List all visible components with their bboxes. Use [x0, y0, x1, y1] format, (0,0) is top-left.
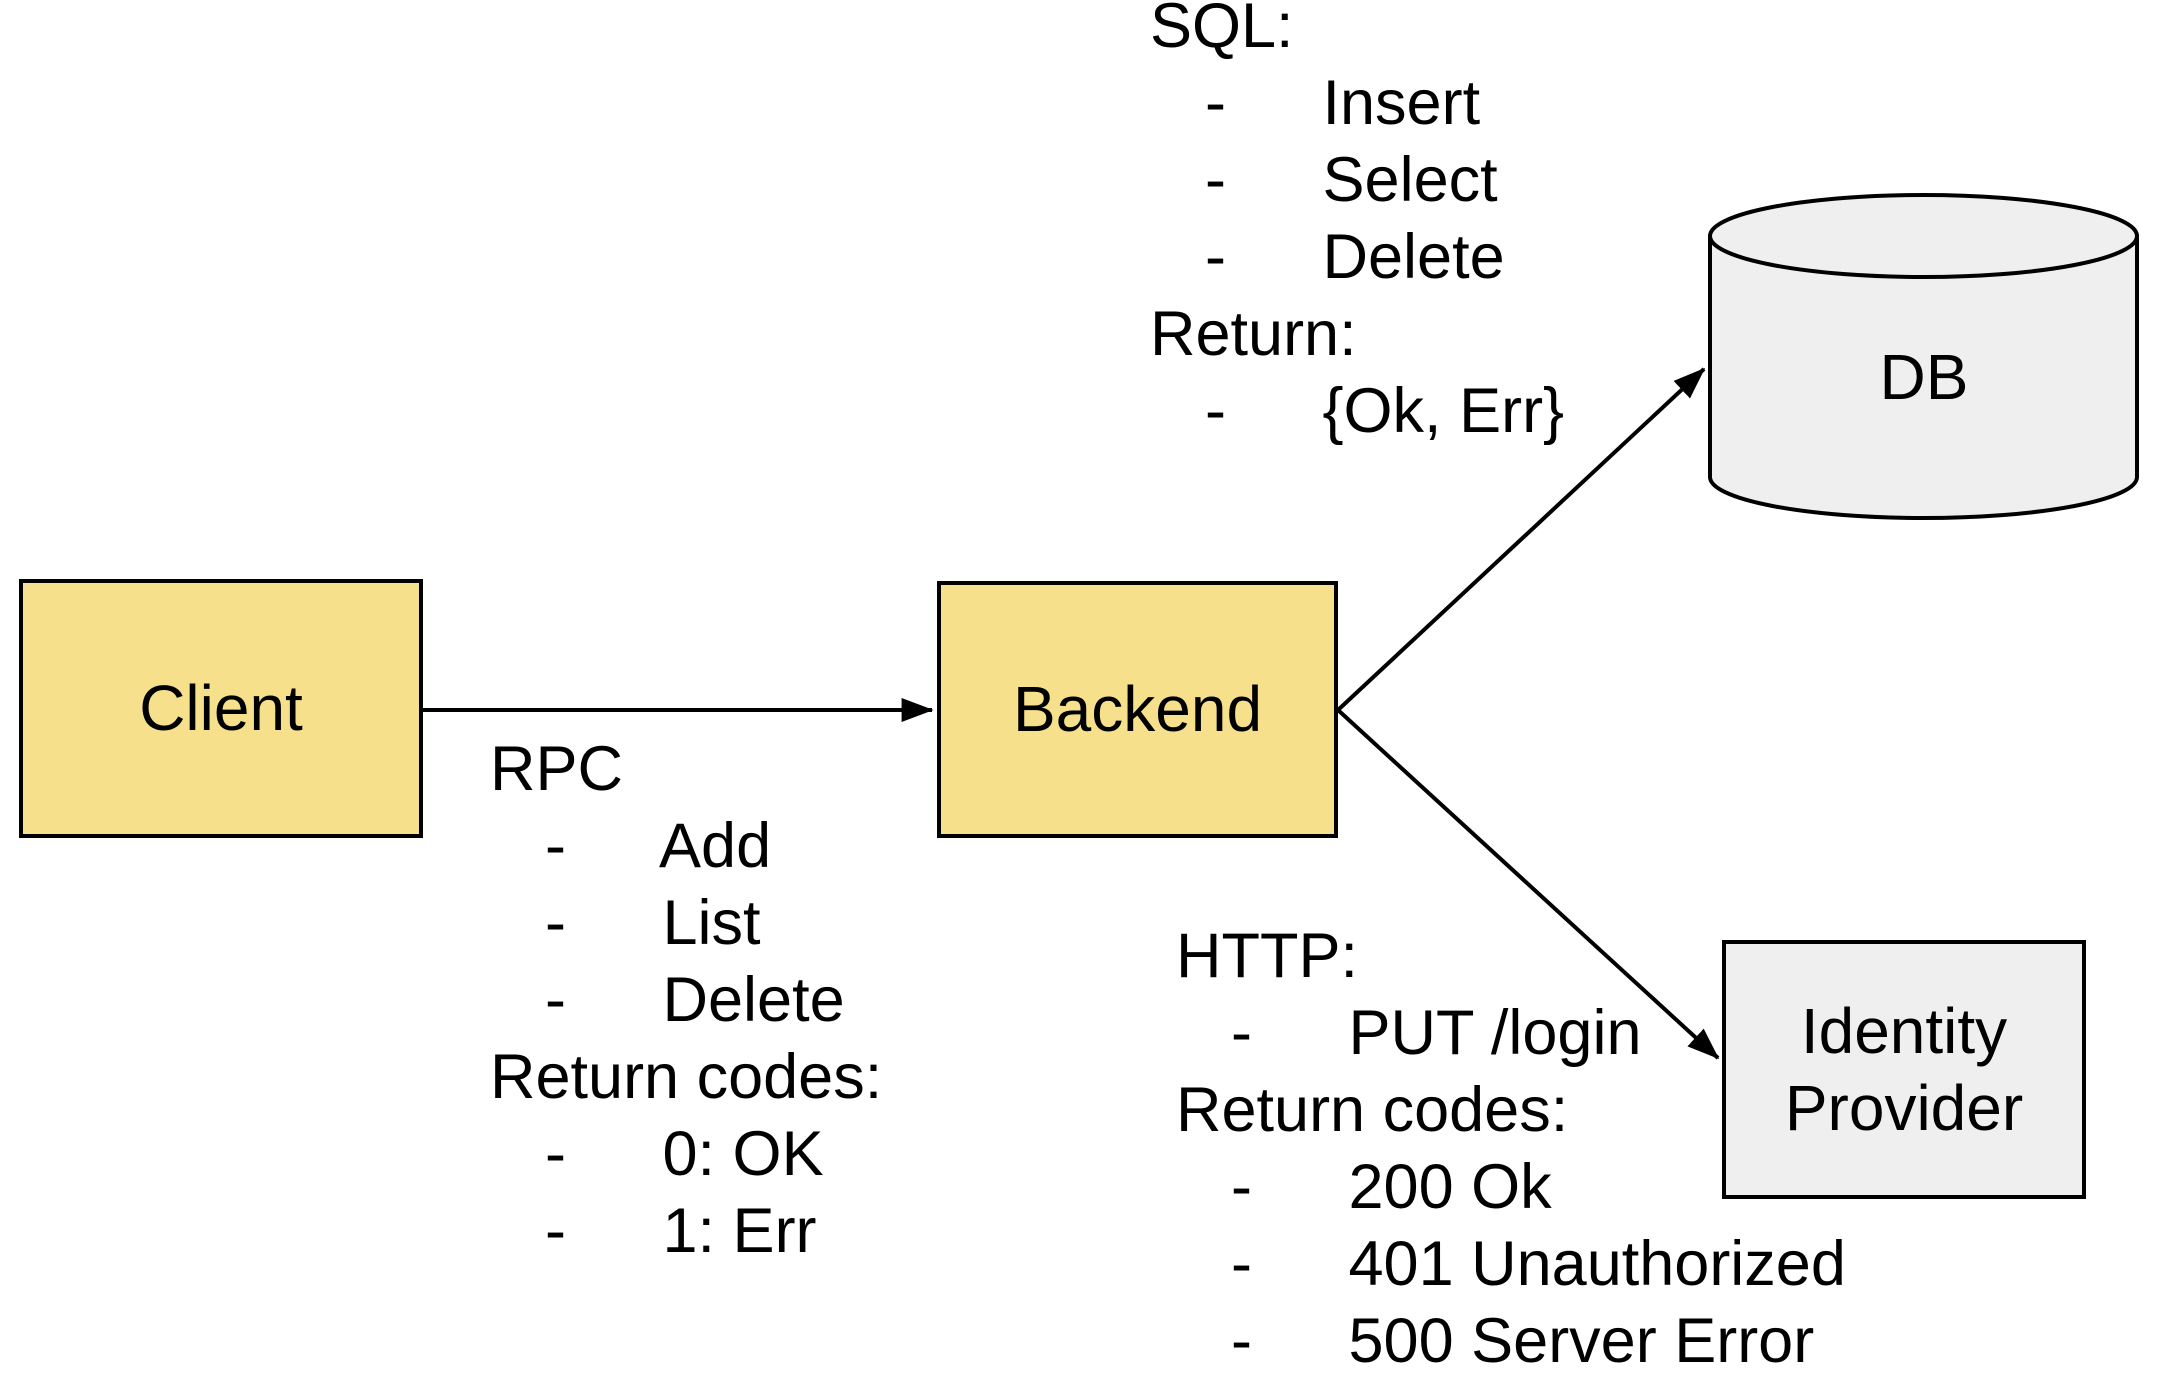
sql-heading: SQL:	[1150, 0, 1294, 61]
bullet-dash: -	[545, 1196, 566, 1266]
sql-item-select: - Select	[1150, 142, 1564, 219]
rpc-item-add: - Add	[490, 808, 882, 885]
node-identity-provider: Identity Provider	[1722, 940, 2086, 1199]
bullet-dash: -	[545, 811, 566, 881]
http-annotation: HTTP: - PUT /login Return codes: - 200 O…	[1176, 918, 1846, 1380]
db-cylinder-shape	[1708, 193, 2139, 520]
bullet-dash: -	[545, 888, 566, 958]
rpc-item-delete: - Delete	[490, 962, 882, 1039]
db-label: DB	[1879, 341, 1969, 413]
bullet-dash: -	[1205, 68, 1226, 138]
bullet-dash: -	[1205, 376, 1226, 446]
identity-provider-label: Identity Provider	[1784, 994, 2024, 1144]
rpc-return-item-ok: - 0: OK	[490, 1116, 882, 1193]
db-cylinder-front-rim	[1708, 235, 2139, 279]
client-label: Client	[139, 672, 303, 744]
http-heading: HTTP:	[1176, 921, 1358, 991]
edge-backend-identity-provider	[1336, 708, 1720, 1060]
sql-return-heading: Return:	[1150, 299, 1357, 369]
http-return-item-401: - 401 Unauthorized	[1176, 1226, 1846, 1303]
http-return-heading: Return codes:	[1176, 1075, 1569, 1145]
sql-item-insert: - Insert	[1150, 65, 1564, 142]
http-return-item-200: - 200 Ok	[1176, 1149, 1846, 1226]
sql-return-item: - {Ok, Err}	[1150, 373, 1564, 450]
sql-item-delete: - Delete	[1150, 219, 1564, 296]
bullet-dash: -	[1205, 145, 1226, 215]
http-item-put-login: - PUT /login	[1176, 995, 1846, 1072]
bullet-dash: -	[545, 965, 566, 1035]
bullet-dash: -	[1231, 1152, 1252, 1222]
rpc-annotation: RPC - Add - List - Delete Return codes: …	[490, 731, 882, 1270]
edge-backend-db	[1336, 367, 1706, 712]
rpc-return-heading: Return codes:	[490, 1042, 883, 1112]
rpc-return-item-err: - 1: Err	[490, 1193, 882, 1270]
node-client: Client	[19, 579, 423, 838]
bullet-dash: -	[1205, 222, 1226, 292]
http-return-item-500: - 500 Server Error	[1176, 1303, 1846, 1380]
bullet-dash: -	[545, 1119, 566, 1189]
node-backend: Backend	[937, 581, 1338, 838]
bullet-dash: -	[1231, 998, 1252, 1068]
bullet-dash: -	[1231, 1306, 1252, 1376]
sql-annotation: SQL: - Insert - Select - Delete Return: …	[1150, 0, 1564, 450]
bullet-dash: -	[1231, 1229, 1252, 1299]
rpc-heading: RPC	[490, 734, 624, 804]
rpc-item-list: - List	[490, 885, 882, 962]
backend-label: Backend	[1012, 673, 1263, 745]
